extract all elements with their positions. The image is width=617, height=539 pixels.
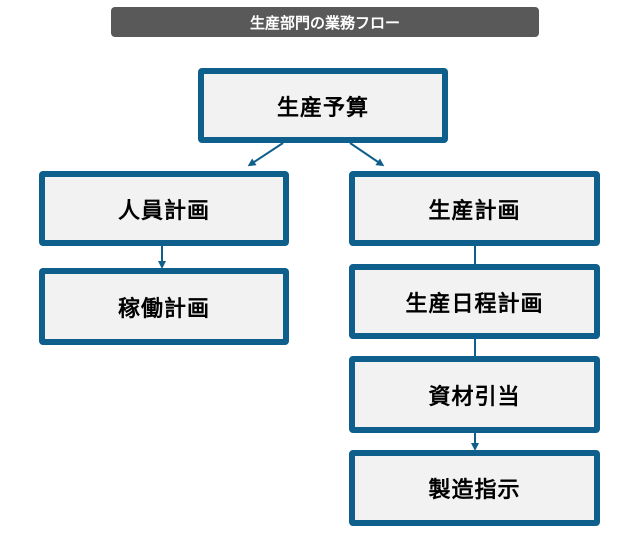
- node-materials: 資材引当: [349, 356, 600, 433]
- diagram-title: 生産部門の業務フロー: [111, 7, 539, 37]
- node-staffing: 人員計画: [39, 171, 289, 246]
- node-utilization: 稼働計画: [39, 268, 289, 345]
- arrow-budget-to-staffing: [247, 142, 284, 167]
- arrow-budget-to-production-plan: [349, 142, 385, 167]
- node-schedule: 生産日程計画: [349, 264, 600, 339]
- node-production-plan: 生産計画: [349, 171, 600, 246]
- node-instructions: 製造指示: [349, 450, 600, 526]
- node-budget: 生産予算: [198, 68, 448, 143]
